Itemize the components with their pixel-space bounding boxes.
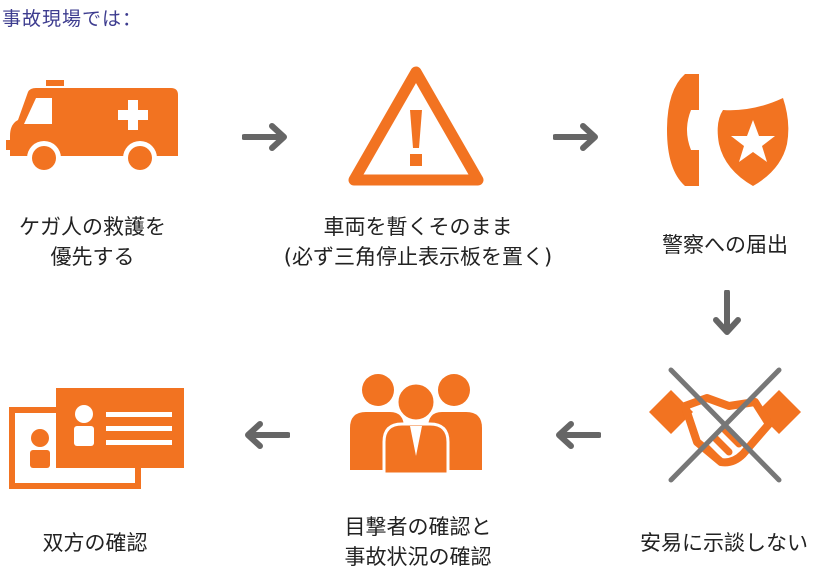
arrow-down-icon — [713, 290, 741, 335]
step-label-no-settlement: 安易に示談しない — [640, 531, 808, 555]
arrow-right-icon — [242, 123, 287, 151]
step-label-police: 警察への届出 — [662, 233, 788, 257]
arrow-left-icon — [245, 421, 290, 449]
step-label-mutual-check: 双方の確認 — [42, 531, 148, 555]
witnesses-group-icon — [350, 374, 482, 476]
page-title: 事故現場では： — [2, 8, 143, 30]
step-label-vehicle: 車両を暫くそのまま (必ず三角停止表示板を置く) — [283, 215, 553, 269]
arrow-right-icon — [553, 123, 598, 151]
ambulance-icon — [6, 80, 178, 175]
step-label-rescue: ケガ人の救護を 優先する — [19, 215, 166, 269]
id-cards-icon — [9, 388, 184, 489]
warning-triangle-icon — [348, 66, 484, 186]
step-label-witnesses: 目撃者の確認と 事故状況の確認 — [344, 515, 492, 569]
phone-police-badge-icon — [667, 74, 789, 186]
handshake-crossed-icon — [649, 367, 801, 483]
arrow-left-icon — [556, 421, 601, 449]
